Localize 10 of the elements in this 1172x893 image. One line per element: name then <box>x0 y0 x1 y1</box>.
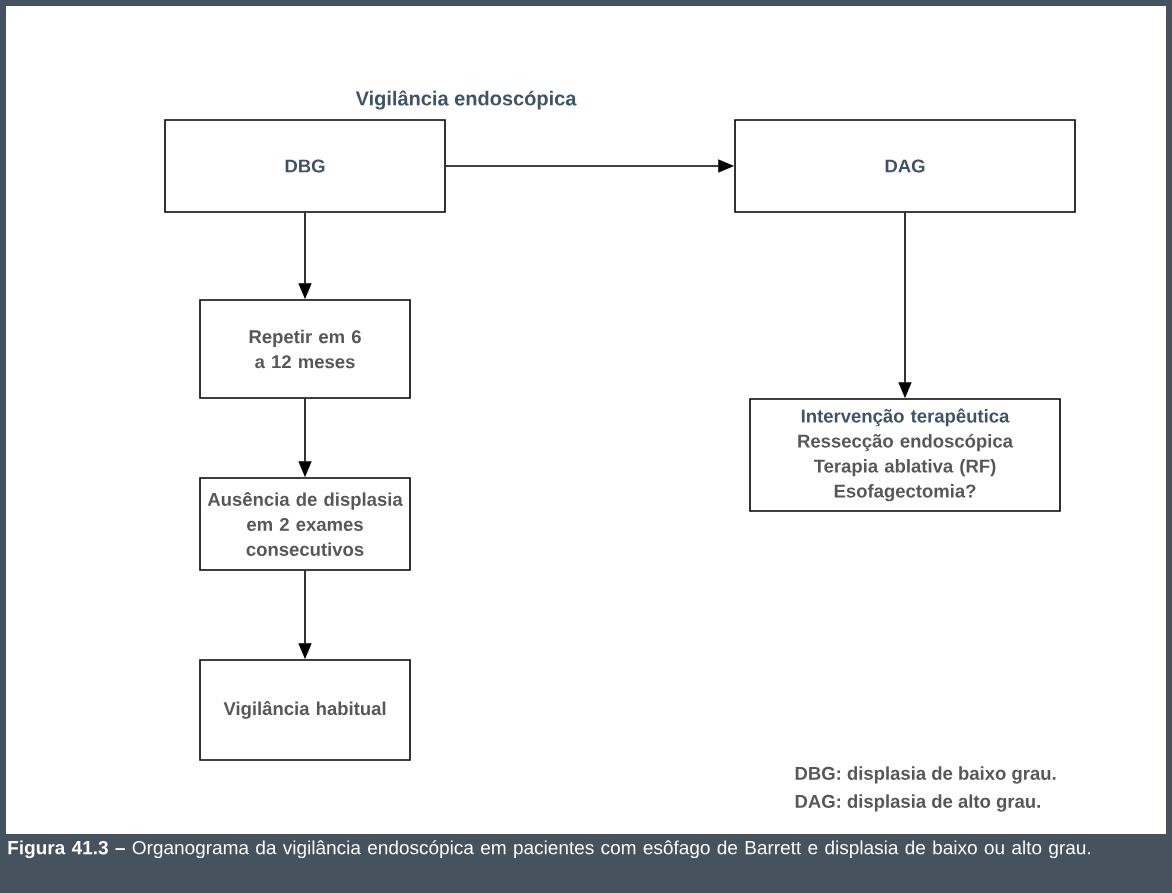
process-box: DBG <box>164 119 446 213</box>
caption: Figura 41.3 – Organograma da vigilância endoscópica em pacientes com esôfago de Barrett e displasia de baixo ou alto grau. <box>0 834 1172 893</box>
process-box: Repetir em 6 a 12 meses <box>199 299 411 399</box>
abbreviation-note: DAG: displasia de alto grau. <box>795 794 1040 812</box>
diagram-title: Vigilância endoscópica <box>355 90 577 110</box>
abbreviation-note: DBG: displasia de baixo grau. <box>795 766 1056 784</box>
process-box: Ausência de displasia em 2 exames consecutivos <box>199 477 411 571</box>
process-box: DAG <box>734 119 1076 213</box>
process-box: Intervenção terapêutica Ressecção endoscópica Terapia ablativa (RF) Esofagectomia? <box>749 398 1061 512</box>
process-box: Vigilância habitual <box>199 659 411 761</box>
